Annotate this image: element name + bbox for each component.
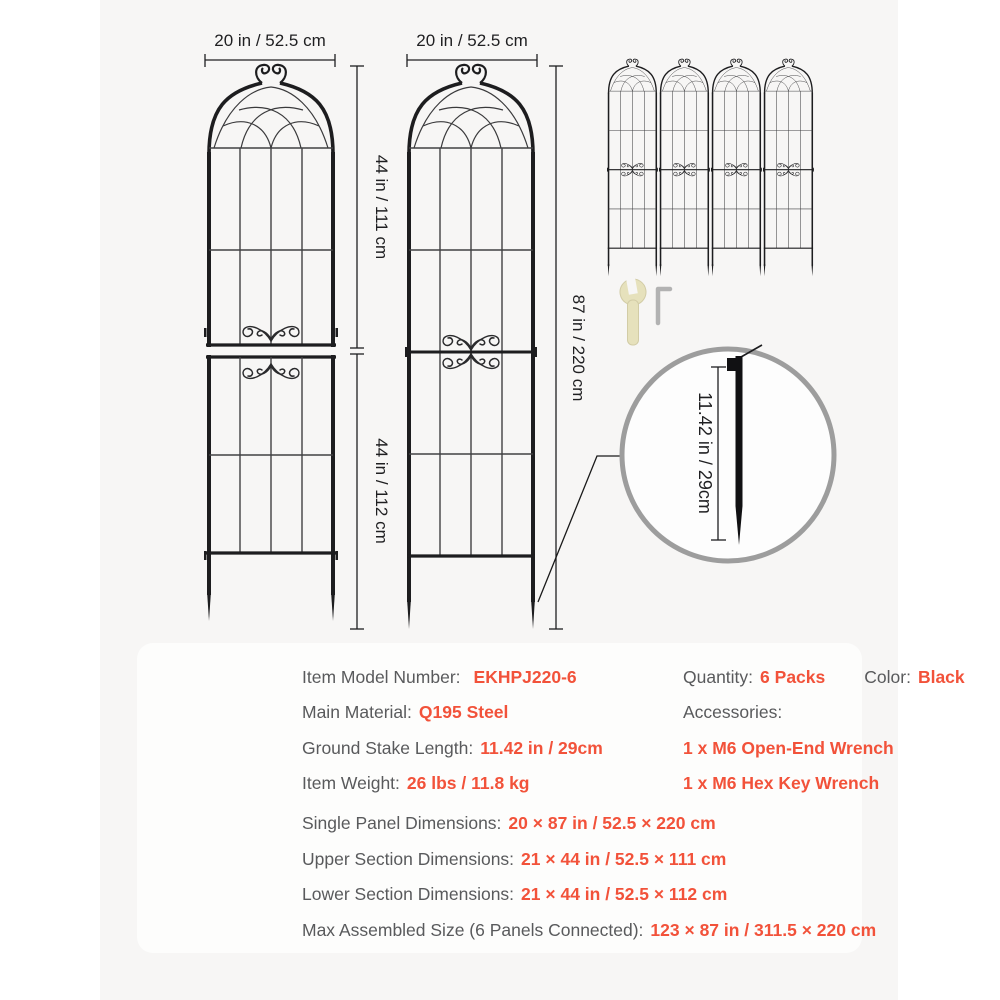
color-label: Color:	[864, 667, 911, 687]
stake-length-label: 11.42 in / 29cm	[695, 392, 715, 514]
max-assembled-label: Max Assembled Size (6 Panels Connected):	[302, 920, 644, 940]
width-dimension-right	[406, 54, 538, 67]
spec-row-single-panel: Single Panel Dimensions: 20 × 87 in / 52…	[302, 812, 716, 834]
height-dimension-lower	[350, 353, 364, 630]
single-panel-value: 20 × 87 in / 52.5 × 220 cm	[508, 813, 716, 833]
panel-group	[607, 59, 814, 276]
spec-row-weight: Item Weight: 26 lbs / 11.8 kg	[302, 772, 530, 794]
model-value: EKHPJ220-6	[473, 667, 577, 687]
quantity-label: Quantity:	[683, 667, 754, 687]
spec-row-model: Item Model Number: EKHPJ220-6	[302, 666, 577, 688]
spec-row-upper-section: Upper Section Dimensions: 21 × 44 in / 5…	[302, 848, 726, 870]
upper-section-label: Upper Section Dimensions:	[302, 849, 515, 869]
accessory-hex-key: 1 x M6 Hex Key Wrench	[683, 773, 880, 793]
spec-row-material: Main Material: Q195 Steel	[302, 701, 508, 723]
spec-row-accessory-2: 1 x M6 Hex Key Wrench	[683, 772, 879, 794]
weight-value: 26 lbs / 11.8 kg	[406, 773, 530, 793]
accessories-label: Accessories:	[683, 702, 783, 722]
trellis-upper-section	[204, 63, 338, 347]
height-dimension-upper	[350, 65, 364, 349]
lower-section-value: 21 × 44 in / 52.5 × 112 cm	[521, 884, 728, 904]
hex-key-icon	[655, 286, 673, 326]
wrench-icon	[619, 271, 647, 346]
trellis-full-panel	[405, 65, 537, 629]
accessory-wrench: 1 x M6 Open-End Wrench	[683, 738, 894, 758]
spec-row-quantity-color: Quantity: 6 Packs Color: Black	[683, 666, 965, 688]
callout-line	[537, 455, 622, 603]
max-assembled-value: 123 × 87 in / 311.5 × 220 cm	[650, 920, 877, 940]
dim-lower-height-label: 44 in / 112 cm	[372, 438, 391, 544]
spec-row-max-assembled: Max Assembled Size (6 Panels Connected):…	[302, 919, 876, 941]
stake-dimension	[711, 366, 726, 541]
dim-full-height-label: 87 in / 220 cm	[569, 295, 588, 402]
spec-row-accessories: Accessories:	[683, 701, 782, 723]
spec-card: Item Model Number: EKHPJ220-6 Main Mater…	[137, 643, 965, 953]
spec-row-lower-section: Lower Section Dimensions: 21 × 44 in / 5…	[302, 883, 727, 905]
trellis-lower-section	[204, 355, 338, 621]
stake-length-label: Ground Stake Length:	[302, 738, 474, 758]
stake-detail-circle: 11.42 in / 29cm	[619, 344, 837, 564]
ground-stake-icon	[727, 344, 763, 545]
dim-left-width-label: 20 in / 52.5 cm	[214, 31, 326, 50]
width-dimension-left	[204, 54, 336, 67]
stake-length-value: 11.42 in / 29cm	[480, 738, 603, 758]
weight-label: Item Weight:	[302, 773, 400, 793]
color-value: Black	[917, 667, 965, 687]
material-value: Q195 Steel	[418, 702, 509, 722]
single-panel-label: Single Panel Dimensions:	[302, 813, 502, 833]
height-dimension-full	[549, 65, 563, 630]
upper-section-value: 21 × 44 in / 52.5 × 111 cm	[521, 849, 727, 869]
material-label: Main Material:	[302, 702, 412, 722]
dim-right-width-label: 20 in / 52.5 cm	[416, 31, 528, 50]
spec-row-accessory-1: 1 x M6 Open-End Wrench	[683, 737, 894, 759]
quantity-value: 6 Packs	[760, 667, 826, 687]
dim-upper-height-label: 44 in / 111 cm	[372, 155, 391, 259]
lower-section-label: Lower Section Dimensions:	[302, 884, 515, 904]
model-label: Item Model Number:	[302, 667, 461, 687]
spec-row-stake-length: Ground Stake Length: 11.42 in / 29cm	[302, 737, 603, 759]
